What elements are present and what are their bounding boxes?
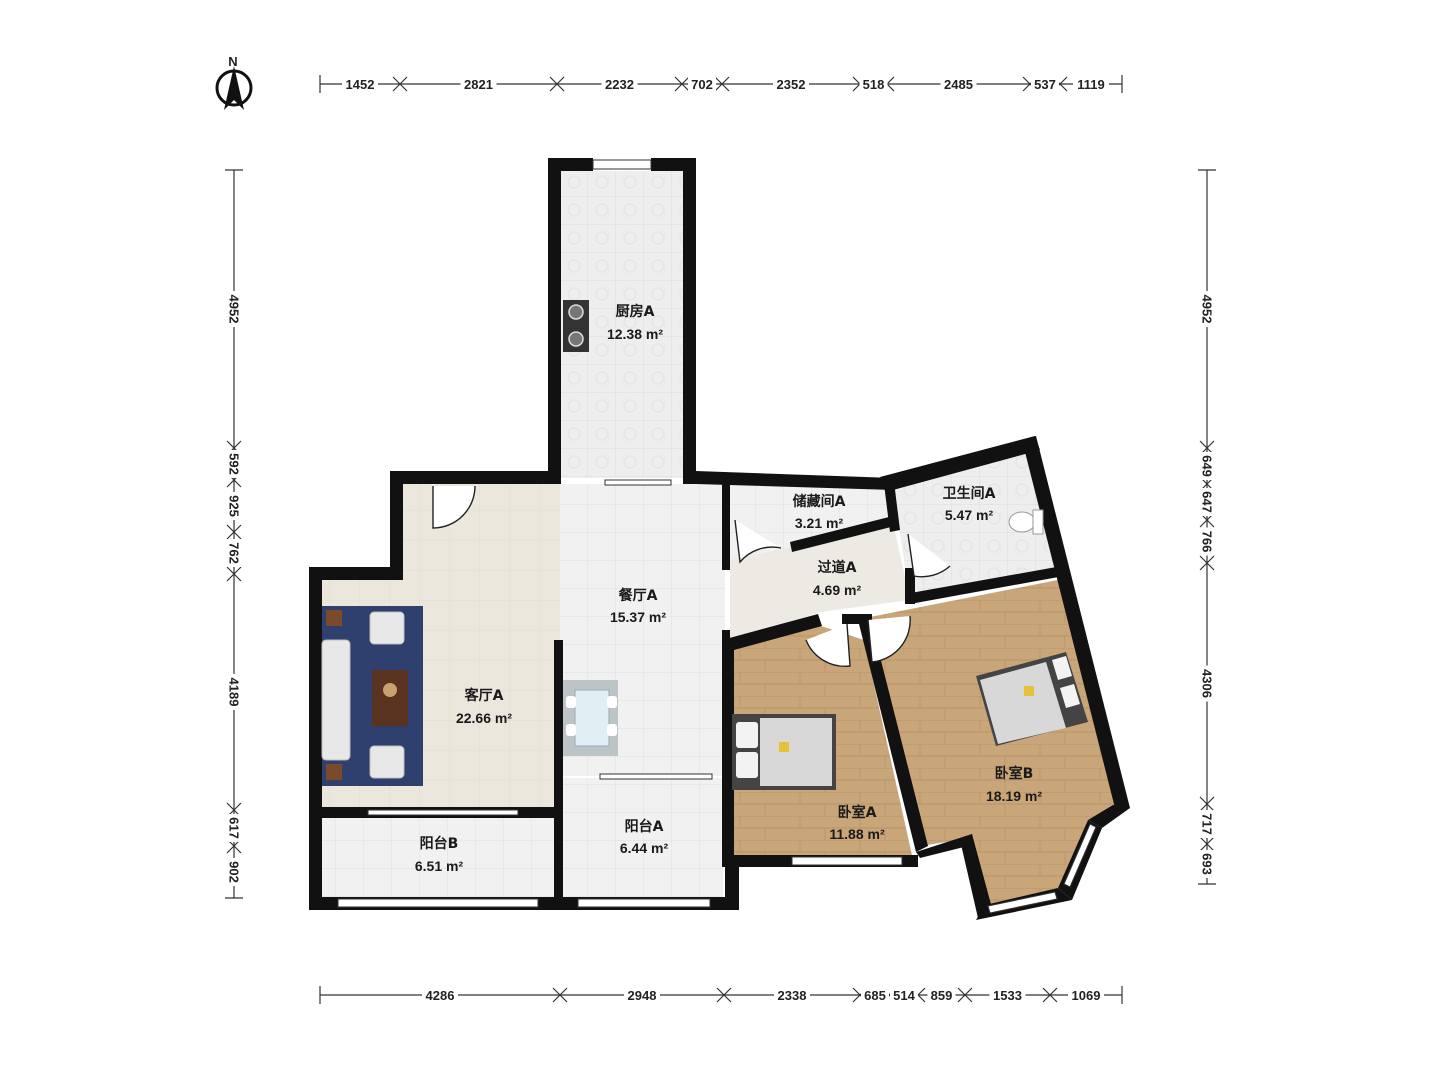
room-area-balcony-b: 6.51 m²	[415, 858, 464, 874]
floors	[322, 171, 1115, 905]
dimension-label-top: 2821	[464, 77, 493, 92]
bed-b-icon	[976, 652, 1088, 746]
bathroom-door[interactable]	[907, 533, 951, 578]
room-name-balcony-a: 阳台A	[625, 818, 664, 835]
dimension-label-left: 592	[227, 453, 242, 475]
room-name-bathroom: 卫生间A	[943, 485, 996, 502]
dimension-label-right: 766	[1200, 531, 1215, 553]
doors	[432, 485, 951, 668]
corridor-floor	[730, 522, 910, 644]
dimension-label-bottom: 859	[931, 988, 953, 1003]
dimension-label-bottom: 685	[864, 988, 886, 1003]
balcony-b-floor	[322, 818, 558, 900]
room-name-dining: 餐厅A	[618, 587, 658, 604]
stove-icon	[563, 300, 589, 352]
dimension-label-right: 4306	[1200, 669, 1215, 698]
sofa-set-icon	[321, 606, 423, 786]
dimension-label-right: 647	[1200, 491, 1215, 513]
dimension-label-right: 649	[1200, 455, 1215, 477]
dimension-label-right: 4952	[1200, 295, 1215, 324]
bedroom-b-door[interactable]	[867, 615, 911, 663]
dimension-label-right: 693	[1200, 853, 1215, 875]
room-area-living: 22.66 m²	[456, 710, 512, 726]
furniture	[321, 300, 1088, 790]
bed-a-icon	[732, 714, 836, 790]
dimension-label-top: 2352	[777, 77, 806, 92]
room-name-balcony-b: 阳台B	[420, 835, 459, 852]
room-name-bedroom-b: 卧室B	[995, 765, 1034, 782]
dimension-label-top: 1119	[1077, 77, 1105, 92]
room-area-dining: 15.37 m²	[610, 609, 666, 625]
dimension-lines: 1452 2821 2232 702 2352 518 2485 537 1119 4286 294…	[225, 75, 1216, 1004]
dimension-label-left: 762	[227, 542, 242, 564]
dimension-label-top: 2485	[944, 77, 973, 92]
room-area-balcony-a: 6.44 m²	[620, 840, 669, 856]
dimension-label-top: 2232	[605, 77, 634, 92]
dimension-label-left: 4189	[227, 678, 242, 707]
room-name-living: 客厅A	[464, 687, 504, 704]
room-area-storage: 3.21 m²	[795, 515, 844, 531]
storage-floor	[730, 484, 893, 560]
room-labels: 厨房A 12.38 m² 餐厅A 15.37 m² 客厅A 22.66 m² 储…	[415, 303, 1042, 874]
dimension-label-bottom: 1069	[1072, 988, 1101, 1003]
dimension-label-left: 617	[227, 817, 242, 839]
windows	[337, 159, 1097, 914]
room-area-kitchen: 12.38 m²	[607, 326, 663, 342]
room-name-kitchen: 厨房A	[616, 303, 655, 320]
room-name-corridor: 过道A	[818, 559, 857, 576]
dimension-label-bottom: 2338	[778, 988, 807, 1003]
dimension-label-right: 717	[1200, 813, 1215, 835]
dimension-label-bottom: 2948	[628, 988, 657, 1003]
room-area-bedroom-a: 11.88 m²	[829, 826, 885, 842]
compass-label: N	[228, 54, 237, 69]
toilet-icon	[1008, 509, 1044, 535]
dimension-label-top: 1452	[346, 77, 375, 92]
room-name-storage: 储藏间A	[792, 493, 846, 510]
dimension-label-bottom: 514	[893, 988, 915, 1003]
balcony-a-floor	[563, 778, 723, 900]
dimension-label-top: 702	[691, 77, 713, 92]
room-area-bedroom-b: 18.19 m²	[986, 788, 1042, 804]
room-name-bedroom-a: 卧室A	[838, 804, 877, 821]
room-area-corridor: 4.69 m²	[813, 582, 862, 598]
dimension-label-left: 4952	[227, 295, 242, 324]
dimension-label-bottom: 1533	[993, 988, 1022, 1003]
dimension-label-left: 925	[227, 495, 242, 517]
living-door[interactable]	[432, 485, 476, 529]
dimension-label-bottom: 4286	[426, 988, 455, 1003]
dimension-label-top: 518	[863, 77, 885, 92]
bedroom-a-door[interactable]	[805, 623, 851, 668]
dimension-label-top: 537	[1034, 77, 1056, 92]
storage-door[interactable]	[734, 519, 782, 564]
dining-table-icon	[563, 680, 618, 756]
room-area-bathroom: 5.47 m²	[945, 507, 994, 523]
dimension-label-left: 902	[227, 861, 242, 883]
compass-icon: N	[215, 54, 253, 110]
